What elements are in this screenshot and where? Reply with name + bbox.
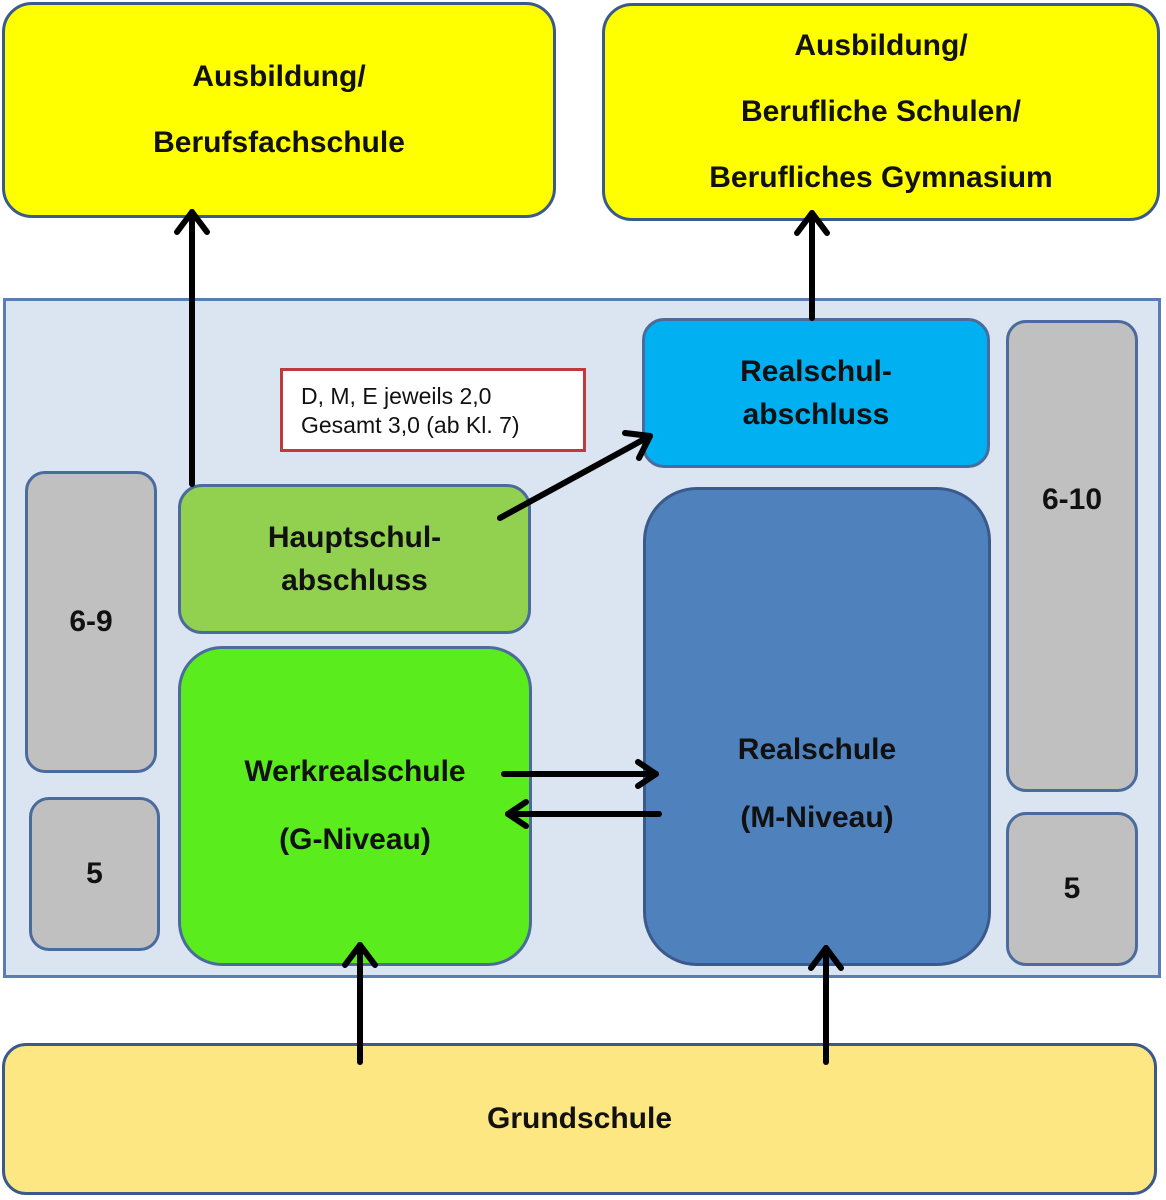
arrow-haupt-to-realab — [497, 430, 653, 521]
grades-right-upper: 6-10 — [1006, 320, 1138, 792]
ausbildung-berufliche-schulen-box: Ausbildung/ Berufliche Schulen/ Beruflic… — [602, 3, 1160, 221]
arrow-haupt-to-berufsfachschule — [174, 209, 210, 487]
top-left-line-1: Ausbildung/ — [192, 60, 366, 93]
note-line-2: Gesamt 3,0 (ab Kl. 7) — [301, 412, 520, 438]
top-right-line-3: Berufliches Gymnasium — [709, 161, 1053, 194]
arrow-grund-to-realschule — [808, 945, 844, 1065]
top-right-line-1: Ausbildung/ — [794, 29, 968, 62]
hauptschulabschluss-line-1: Hauptschul- — [267, 521, 442, 554]
note-line-1: D, M, E jeweils 2,0 — [301, 383, 492, 409]
grundschule-box: Grundschule — [2, 1043, 1157, 1195]
top-right-line-2: Berufliche Schulen/ — [740, 95, 1022, 128]
realschulabschluss-line-1: Realschul- — [740, 355, 892, 388]
grades-left-upper: 6-9 — [25, 471, 157, 773]
arrow-grund-to-werk — [342, 942, 378, 1065]
werkrealschule-box: Werkrealschule (G-Niveau) — [178, 646, 532, 966]
ausbildung-berufsfachschule-box: Ausbildung/ Berufsfachschule — [2, 2, 556, 218]
arrow-werk-to-realschule — [501, 759, 659, 789]
arrow-realab-to-berufliche-schulen — [794, 210, 830, 321]
arrow-realschule-to-werk — [505, 799, 662, 829]
top-left-line-2: Berufsfachschule — [153, 126, 405, 159]
grade-requirement-note: D, M, E jeweils 2,0 Gesamt 3,0 (ab Kl. 7… — [280, 368, 586, 452]
realschulabschluss-line-2: abschluss — [742, 398, 890, 431]
hauptschulabschluss-box: Hauptschul- abschluss — [178, 484, 531, 634]
werkrealschule-line-2: (G-Niveau) — [279, 823, 431, 856]
grades-left-lower: 5 — [29, 797, 160, 951]
realschule-line-1: Realschule — [737, 733, 897, 766]
realschule-line-2: (M-Niveau) — [740, 801, 894, 834]
realschule-box: Realschule (M-Niveau) — [643, 487, 991, 966]
grades-right-lower: 5 — [1006, 812, 1138, 966]
realschulabschluss-box: Realschul- abschluss — [642, 318, 990, 468]
hauptschulabschluss-line-2: abschluss — [281, 564, 428, 597]
werkrealschule-line-1: Werkrealschule — [244, 755, 466, 788]
